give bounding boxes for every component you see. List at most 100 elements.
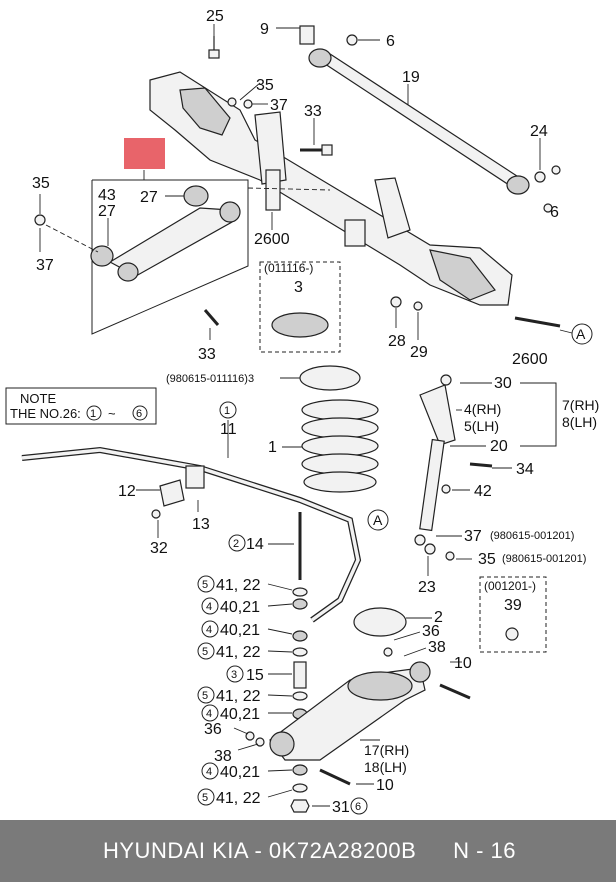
label-18lh: 18(LH): [364, 759, 407, 775]
label-c2: 2: [233, 538, 239, 550]
label-24: 24: [530, 123, 548, 140]
label-23: 23: [418, 579, 436, 596]
label-35b: 35: [32, 175, 50, 192]
ref-circle-3: [226, 665, 244, 683]
ref-circle-5c: [197, 686, 215, 704]
row-8-circle: 5: [202, 792, 208, 804]
nut-39: [505, 627, 519, 641]
label-8lh: 8(LH): [562, 414, 597, 430]
shock-frame: [520, 382, 557, 447]
label-5lh: 5(LH): [464, 418, 499, 434]
note-range-end: 6: [136, 408, 142, 420]
label-38a: 38: [428, 639, 446, 656]
label-15: 15: [246, 667, 264, 684]
label-A2: A: [373, 512, 383, 528]
label-17rh: 17(RH): [364, 742, 409, 758]
link-line-2: [247, 187, 331, 191]
label-001201: (001201-): [484, 579, 536, 593]
part-labels: 25 9 6 19 35 37 33 24 6 35 43 27 27 37 2…: [32, 8, 599, 816]
label-10b: 10: [376, 777, 394, 794]
stabilizer-bar: [21, 446, 362, 623]
label-1: 1: [268, 439, 277, 456]
ref-circle-5b: [197, 642, 215, 660]
label-39: 39: [504, 597, 522, 614]
row-5-circle: 5: [202, 690, 208, 702]
upper-spring-seat: [271, 312, 329, 338]
row-2-circle: 4: [206, 601, 212, 613]
label-28: 28: [388, 333, 406, 350]
link-line-1: [45, 224, 99, 253]
ref-circle-4c: [201, 704, 219, 722]
label-42: 42: [474, 483, 492, 500]
row-4: 41, 22: [216, 644, 261, 661]
note-range-sep: ~: [108, 406, 116, 421]
coil-spring: [301, 399, 379, 493]
footer-bar: HYUNDAI KIA - 0K72A28200B N - 16: [0, 820, 616, 882]
ref-circle-a1: [571, 323, 593, 345]
label-38b: 38: [214, 748, 232, 765]
label-25: 25: [206, 8, 224, 25]
note-circle-end: [132, 405, 148, 421]
label-36a: 36: [422, 623, 440, 640]
label-35c: 35: [478, 551, 496, 568]
ref-circle-4a: [201, 597, 219, 615]
leader-lines: [39, 24, 573, 807]
label-37c: 37: [464, 528, 482, 545]
label-4rh: 4(RH): [464, 401, 501, 417]
label-A1: A: [576, 326, 586, 342]
row-7-circle: 4: [206, 766, 212, 778]
label-3b: (980615-011116)3: [166, 373, 254, 385]
label-2600a: 2600: [254, 231, 290, 248]
label-43: 43: [98, 187, 116, 204]
label-32: 32: [150, 540, 168, 557]
seat-box: [259, 261, 341, 353]
ref-circle-4b: [201, 620, 219, 638]
row-3: 40,21: [220, 622, 260, 639]
label-29: 29: [410, 344, 428, 361]
label-11: 11: [220, 421, 237, 438]
row-5: 41, 22: [216, 688, 261, 705]
row-4-circle: 5: [202, 646, 208, 658]
label-37b: 37: [36, 257, 54, 274]
ref-circle-1: [219, 401, 237, 419]
parts-diagram: NOTE THE NO.26: 1 ~ 6: [5, 8, 599, 816]
label-7rh: 7(RH): [562, 397, 599, 413]
housing-bolts: [208, 36, 561, 328]
row-6: 40,21: [220, 706, 260, 723]
ref-circle-a2: [367, 509, 389, 531]
label-14: 14: [246, 536, 264, 553]
label-2: 2: [434, 609, 443, 626]
label-27b: 27: [140, 189, 158, 206]
upper-control-arm: [34, 185, 241, 326]
note-circle-start: [86, 405, 102, 421]
shock-absorber: [414, 374, 493, 561]
lower-spring-seat: [353, 607, 407, 637]
label-33b: 33: [198, 346, 216, 363]
label-3a: 3: [294, 279, 303, 296]
ref-circle-2: [228, 534, 246, 552]
label-c6: 6: [355, 801, 361, 813]
label-36b: 36: [204, 721, 222, 738]
ref-circle-5a: [197, 575, 215, 593]
axle-housing: [149, 71, 513, 306]
lower-control-arm: [245, 647, 471, 786]
label-19: 19: [402, 69, 420, 86]
footer-part-number: HYUNDAI KIA - 0K72A28200B: [103, 838, 417, 863]
diagram-canvas: NOTE THE NO.26: 1 ~ 6: [5, 8, 599, 816]
note-text: THE NO.26:: [10, 406, 81, 421]
arm-frame: [91, 179, 249, 335]
label-34: 34: [516, 461, 534, 478]
row-7: 40,21: [220, 764, 260, 781]
row-1-circle: 5: [202, 579, 208, 591]
label-35: 35: [256, 77, 274, 94]
row-3-circle: 4: [206, 624, 212, 636]
label-6b: 6: [550, 204, 559, 221]
row-6-circle: 4: [206, 708, 212, 720]
label-2600b: 2600: [512, 351, 548, 368]
row-8: 41, 22: [216, 790, 261, 807]
label-27a: 27: [98, 203, 116, 220]
stabilizer-link-stack: [290, 512, 310, 813]
label-37c-date: (980615-001201): [490, 530, 574, 542]
label-10a: 10: [454, 655, 472, 672]
spring-seat-old: [299, 365, 361, 391]
